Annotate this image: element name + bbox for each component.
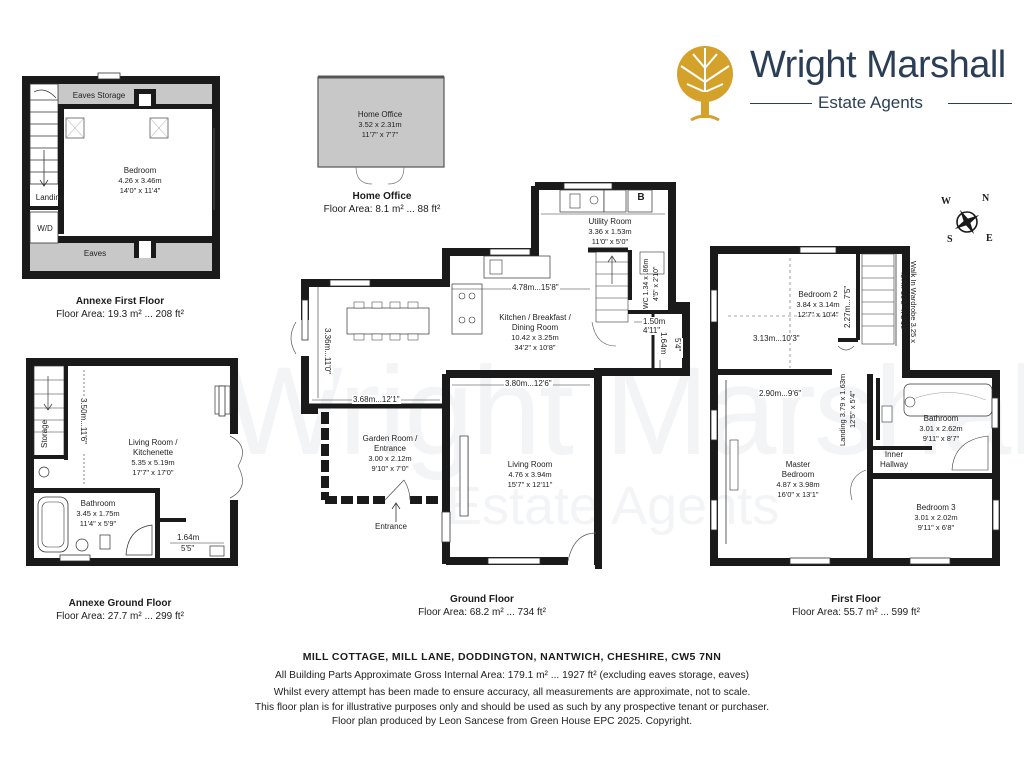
footer-disclaimer-1: Whilst every attempt has been made to en… bbox=[273, 687, 751, 698]
footer-area-line: All Building Parts Approximate Gross Int… bbox=[275, 670, 749, 681]
room-utility: Utility Room 3.36 x 1.53m 11'0" x 5'0" bbox=[588, 217, 632, 246]
room-walk-in-wardrobe: Walk In Wardrobe 3.25 x .87m 10'8" x 2'1… bbox=[899, 261, 918, 343]
brand-rule-right bbox=[948, 103, 1012, 104]
room-annexe-landing: Landing bbox=[35, 193, 65, 202]
room-wc: WC 1.34 x .86m 4'5" x 2'10" bbox=[643, 258, 660, 310]
dim-411: 4'11" bbox=[642, 326, 662, 335]
compass-north-label: N bbox=[982, 193, 990, 204]
dim-380: 3.80m...12'6" bbox=[504, 379, 553, 388]
room-bedroom-2: Bedroom 2 3.84 x 3.14m 12'7" x 10'4" bbox=[796, 290, 840, 319]
room-annexe-storage: Storage bbox=[40, 419, 49, 449]
watermark-sub: Estate Agents bbox=[446, 476, 780, 536]
title-annexe-first-floor: Annexe First Floor Floor Area: 19.3 m² .… bbox=[56, 296, 184, 320]
dim-478: 4.78m...15'8" bbox=[511, 283, 560, 292]
room-eaves: Eaves bbox=[83, 249, 107, 258]
room-home-office: Home Office 3.52 x 2.31m 11'7" x 7'7" bbox=[357, 110, 403, 139]
compass-west-label: W bbox=[941, 196, 951, 207]
room-landing: Landing 3.79 x 1.63m 12'5" x 5'4" bbox=[838, 373, 857, 447]
dim-54: 5'4" bbox=[672, 338, 683, 358]
room-wd: W/D bbox=[37, 224, 53, 233]
room-inner-hallway: Inner Hallway bbox=[879, 450, 908, 469]
annexe-ground-floor-plan bbox=[26, 358, 243, 566]
annexe-first-floor-plan bbox=[22, 76, 220, 279]
compass-rose-icon bbox=[954, 209, 980, 235]
compass-east-label: E bbox=[986, 233, 993, 244]
room-bathroom: Bathroom 3.01 x 2.62m 9'11" x 8'7" bbox=[919, 414, 963, 443]
footer-address: MILL COTTAGE, MILL LANE, DODDINGTON, NAN… bbox=[302, 651, 722, 663]
dim-150: 1.50m bbox=[642, 317, 667, 326]
room-kitchen: Kitchen / Breakfast / Dining Room 10.42 … bbox=[499, 313, 571, 352]
dim-annexe-55: 5'5" bbox=[180, 544, 196, 553]
room-boiler-b: B bbox=[637, 192, 645, 203]
title-ground-floor: Ground Floor Floor Area: 68.2 m² ... 734… bbox=[418, 594, 546, 618]
brand-subtitle: Estate Agents bbox=[818, 93, 923, 112]
dim-164: 1.64m bbox=[658, 332, 669, 360]
room-annexe-bathroom: Bathroom 3.45 x 1.75m 11'4" x 5'9" bbox=[76, 499, 120, 528]
compass-south-label: S bbox=[947, 234, 953, 245]
room-living-room: Living Room 4.76 x 3.94m 15'7" x 12'11" bbox=[507, 460, 553, 489]
ground-floor-plan bbox=[290, 182, 690, 569]
dim-annexe-vertical: 3.50m...11'6" bbox=[78, 398, 89, 454]
title-home-office: Home Office Floor Area: 8.1 m² ... 88 ft… bbox=[323, 191, 441, 215]
brand-name: Wright Marshall bbox=[750, 44, 1006, 86]
first-floor-plan bbox=[710, 246, 1000, 566]
label-entrance: Entrance bbox=[374, 522, 408, 531]
dim-313: 3.13m...10'3" bbox=[752, 334, 801, 343]
title-first-floor: First Floor Floor Area: 55.7 m² ... 599 … bbox=[792, 594, 920, 618]
dim-annexe-164: 1.64m bbox=[176, 533, 201, 542]
dim-368: 3.68m...12'1" bbox=[352, 395, 401, 404]
room-annexe-living: Living Room / Kitchenette 5.35 x 5.19m 1… bbox=[128, 438, 178, 477]
dim-336: 3.36m...11'0" bbox=[322, 328, 333, 390]
brand-rule-left bbox=[750, 103, 812, 104]
home-office-plan bbox=[317, 75, 445, 185]
room-bedroom-3: Bedroom 3 3.01 x 2.02m 9'11" x 6'8" bbox=[914, 503, 958, 532]
title-annexe-ground-floor: Annexe Ground Floor Floor Area: 27.7 m² … bbox=[56, 598, 184, 622]
room-master-bedroom: Master Bedroom 4.87 x 3.98m 16'0" x 13'1… bbox=[776, 460, 820, 499]
room-annexe-bedroom: Bedroom 4.26 x 3.46m 14'0" x 11'4" bbox=[118, 166, 162, 195]
dim-290: 2.90m...9'6" bbox=[758, 389, 803, 398]
dim-227: 2.27m...7'5" bbox=[842, 276, 853, 328]
room-eaves-storage: Eaves Storage bbox=[72, 91, 126, 100]
brand-logo-tree bbox=[677, 46, 733, 122]
footer-disclaimer-2: This floor plan is for illustrative purp… bbox=[254, 702, 770, 713]
room-garden-room: Garden Room / Entrance 3.00 x 2.12m 9'10… bbox=[362, 434, 418, 473]
footer-credit: Floor plan produced by Leon Sancese from… bbox=[331, 716, 693, 727]
